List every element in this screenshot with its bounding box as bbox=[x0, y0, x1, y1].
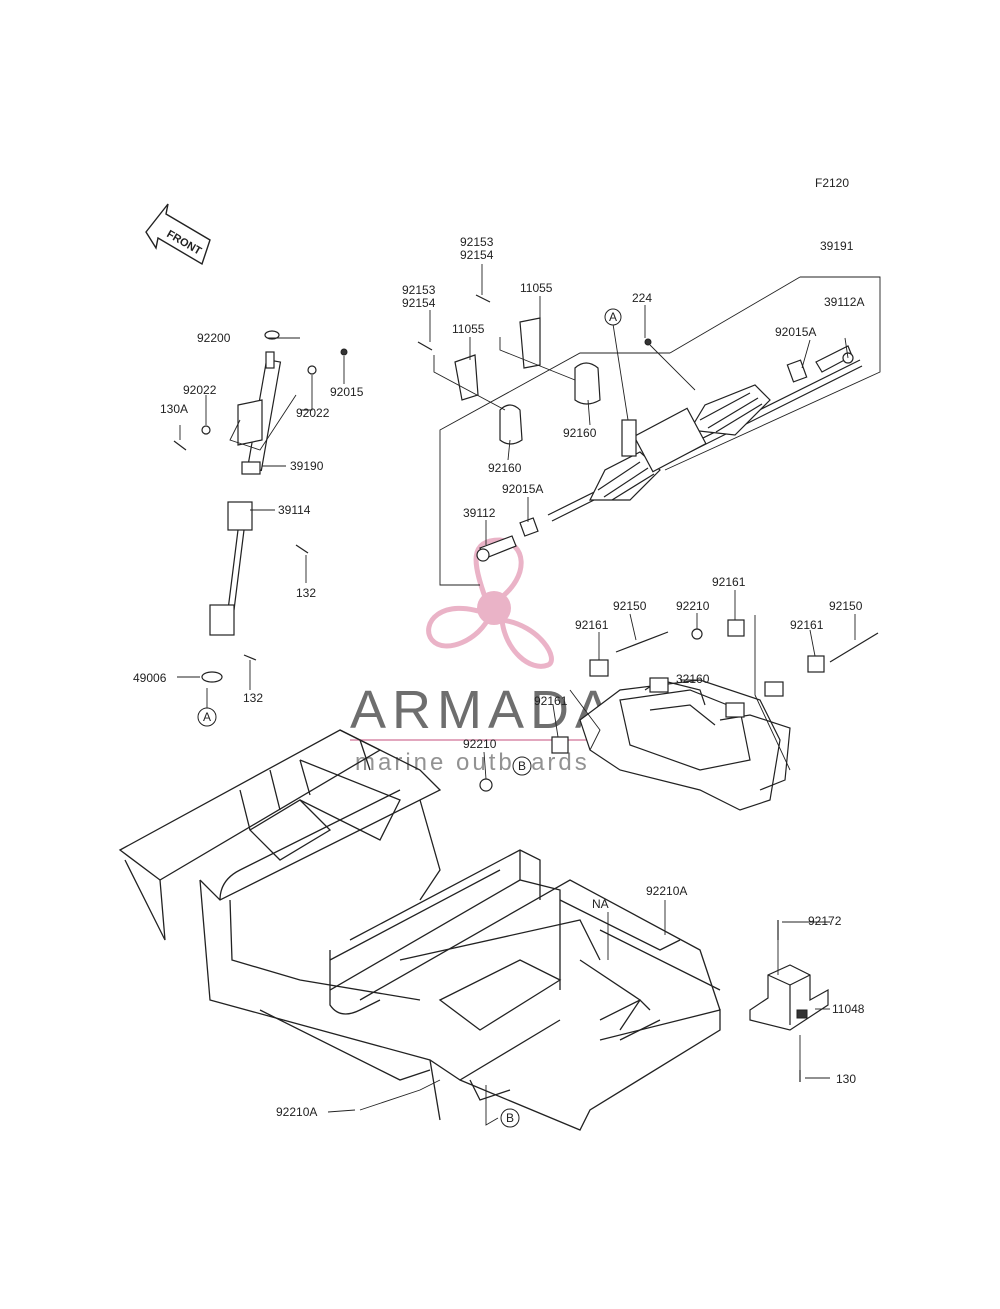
part-labels: 92153 92154 11055 224 39191 92153 92154 … bbox=[133, 235, 865, 1119]
label-39112A: 39112A bbox=[824, 295, 864, 309]
label-224: 224 bbox=[632, 291, 652, 305]
steering-rack-assembly bbox=[417, 294, 863, 562]
label-92022-left: 92022 bbox=[183, 383, 217, 397]
label-32160: 32160 bbox=[676, 672, 710, 686]
label-92161-left: 92161 bbox=[575, 618, 609, 632]
ref-b-circle-upper: B bbox=[512, 756, 532, 776]
label-92150-left: 92150 bbox=[613, 599, 647, 613]
watermark-propeller-logo bbox=[426, 537, 554, 669]
label-132-bottom: 132 bbox=[243, 691, 263, 705]
label-132-top: 132 bbox=[296, 586, 316, 600]
label-92210-upper: 92210 bbox=[676, 599, 710, 613]
label-92160-left: 92160 bbox=[488, 461, 522, 475]
label-39112: 39112 bbox=[463, 506, 496, 520]
label-92210-lower: 92210 bbox=[463, 737, 497, 751]
ref-b-circle-lower: B bbox=[500, 1108, 520, 1128]
watermark-brand: ARMADA bbox=[350, 680, 617, 740]
label-92161-upper: 92161 bbox=[712, 575, 746, 589]
label-92153-mid: 92153 bbox=[402, 283, 436, 297]
ref-b-label-upper: B bbox=[518, 759, 526, 773]
bracket-leader-lines bbox=[483, 590, 856, 780]
ref-a-label-bottom: A bbox=[203, 710, 211, 724]
a-arm-bracket bbox=[479, 619, 879, 811]
label-39191: 39191 bbox=[820, 239, 854, 253]
label-11048: 11048 bbox=[832, 1002, 865, 1016]
diagram-code: F2120 bbox=[815, 176, 849, 190]
label-92015A-right: 92015A bbox=[775, 325, 816, 339]
label-130: 130 bbox=[836, 1072, 856, 1086]
ref-a-circle-top: A bbox=[604, 308, 622, 326]
label-92015: 92015 bbox=[330, 385, 364, 399]
ref-a-label-top: A bbox=[609, 310, 617, 324]
label-92161-lower: 92161 bbox=[534, 694, 568, 708]
label-92200: 92200 bbox=[197, 331, 231, 345]
label-92153-top: 92153 bbox=[460, 235, 494, 249]
label-11055-mid: 11055 bbox=[452, 322, 485, 336]
mount-bracket-11048 bbox=[749, 920, 829, 1082]
column-leader-lines bbox=[177, 337, 345, 708]
label-49006: 49006 bbox=[133, 671, 167, 685]
label-92172: 92172 bbox=[808, 914, 842, 928]
misc-leader-lines bbox=[327, 900, 830, 1126]
front-arrow-icon: FRONT bbox=[145, 203, 211, 266]
label-39114: 39114 bbox=[278, 503, 311, 517]
label-92161-right: 92161 bbox=[790, 618, 824, 632]
label-11055-top: 11055 bbox=[520, 281, 553, 295]
label-92154-top: 92154 bbox=[460, 248, 494, 262]
steering-column bbox=[173, 330, 348, 683]
label-92160-right: 92160 bbox=[563, 426, 597, 440]
label-92015A-left: 92015A bbox=[502, 482, 543, 496]
label-92210A-left: 92210A bbox=[276, 1105, 317, 1119]
label-92210A-right: 92210A bbox=[646, 884, 687, 898]
label-130A: 130A bbox=[160, 402, 188, 416]
main-frame bbox=[118, 729, 721, 1131]
label-NA: NA bbox=[592, 897, 609, 911]
label-92150-right: 92150 bbox=[829, 599, 863, 613]
watermark-tagline: marine outboards bbox=[355, 749, 590, 776]
ref-b-label-lower: B bbox=[506, 1111, 514, 1125]
label-39190: 39190 bbox=[290, 459, 324, 473]
rack-leader-lines bbox=[429, 264, 881, 586]
label-92154-mid: 92154 bbox=[402, 296, 436, 310]
ref-a-circle-bottom: A bbox=[197, 707, 217, 727]
label-92022-right: 92022 bbox=[296, 406, 330, 420]
